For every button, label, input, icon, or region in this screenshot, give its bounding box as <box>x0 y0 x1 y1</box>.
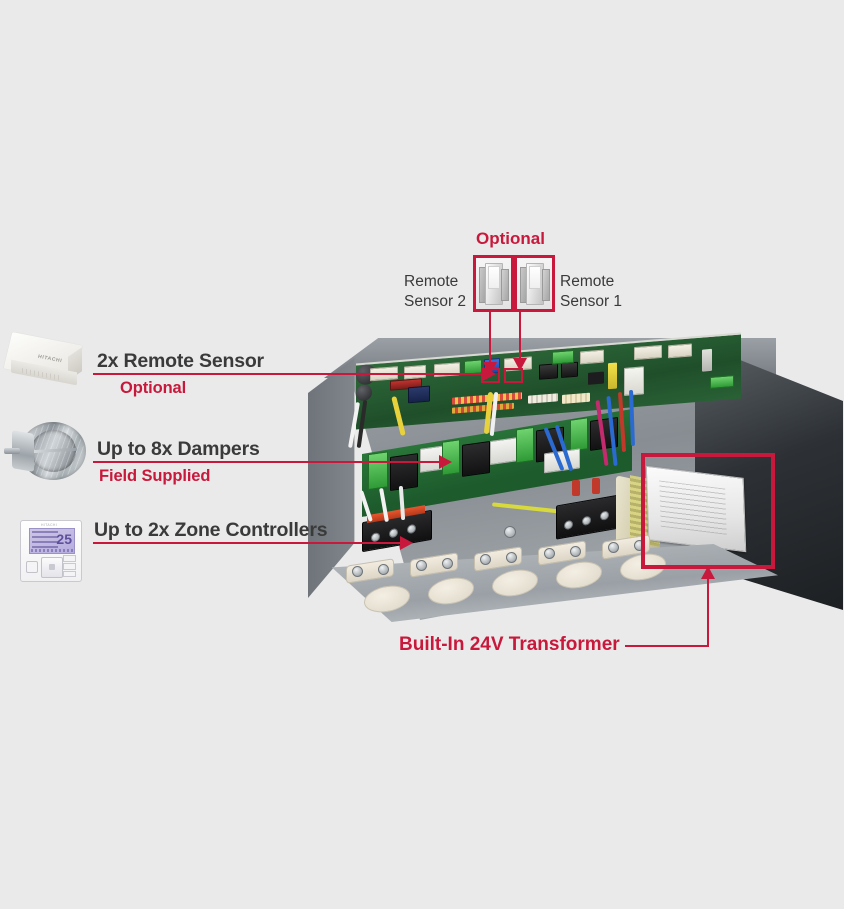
leader-line-remote-sensor <box>93 373 485 375</box>
optional-callout-title: Optional <box>476 229 545 248</box>
leader-line-sensor2 <box>489 312 491 364</box>
callout-sub-remote-sensor: Optional <box>120 379 187 397</box>
zone-controller-setpoint: 25 <box>56 531 72 547</box>
rj-connector-icon <box>517 258 552 309</box>
remote-sensor-thumbnail: HITACHI <box>2 332 90 394</box>
callout-heading-zone-controllers: Up to 2x Zone Controllers <box>94 519 328 541</box>
callout-heading-remote-sensor: 2x Remote Sensor <box>97 350 264 372</box>
leader-line-dampers <box>93 461 441 463</box>
zone-controller-menu-button <box>26 561 38 573</box>
transformer-highlight-box <box>641 453 775 569</box>
callout-heading-transformer: Built-In 24V Transformer <box>399 634 620 655</box>
leader-arrow-dampers <box>439 455 452 469</box>
remote-sensor-2-box <box>473 255 514 312</box>
remote-sensor-2-label: Remote Sensor 2 <box>404 272 466 312</box>
callout-heading-dampers: Up to 8x Dampers <box>97 438 260 460</box>
remote-sensor-2-label-line2: Sensor 2 <box>404 293 467 310</box>
leader-line-transformer-horizontal <box>625 645 709 647</box>
control-box-photo <box>300 330 844 635</box>
zone-controller-thumbnail: HITACHI 25 <box>20 520 82 582</box>
sensor1-jack-highlight <box>504 368 523 383</box>
zone-controller-button-3 <box>63 571 76 577</box>
remote-sensor-1-label-line1: Remote <box>560 273 615 290</box>
zone-controller-dpad <box>41 557 63 578</box>
remote-sensor-1-box <box>514 255 555 312</box>
leader-line-sensor1 <box>519 312 521 360</box>
remote-sensor-1-label-line2: Sensor 1 <box>560 293 623 310</box>
leader-arrow-remote-sensor <box>483 367 496 381</box>
leader-line-transformer-vertical <box>707 569 709 647</box>
rj-connector-icon <box>476 258 511 309</box>
zone-controller-lcd: 25 <box>29 528 75 554</box>
round-damper-thumbnail <box>4 418 90 484</box>
remote-sensor-1-label: Remote Sensor 1 <box>560 272 622 312</box>
zone-controller-button-1 <box>63 555 76 562</box>
remote-sensor-2-label-line1: Remote <box>404 273 459 290</box>
zone-controller-button-2 <box>63 563 76 570</box>
leader-arrow-zone-controllers <box>400 536 413 550</box>
leader-arrow-sensor1 <box>513 358 527 371</box>
leader-line-zone-controllers <box>93 542 402 544</box>
leader-arrow-transformer <box>701 566 715 579</box>
callout-sub-dampers: Field Supplied <box>99 467 211 485</box>
